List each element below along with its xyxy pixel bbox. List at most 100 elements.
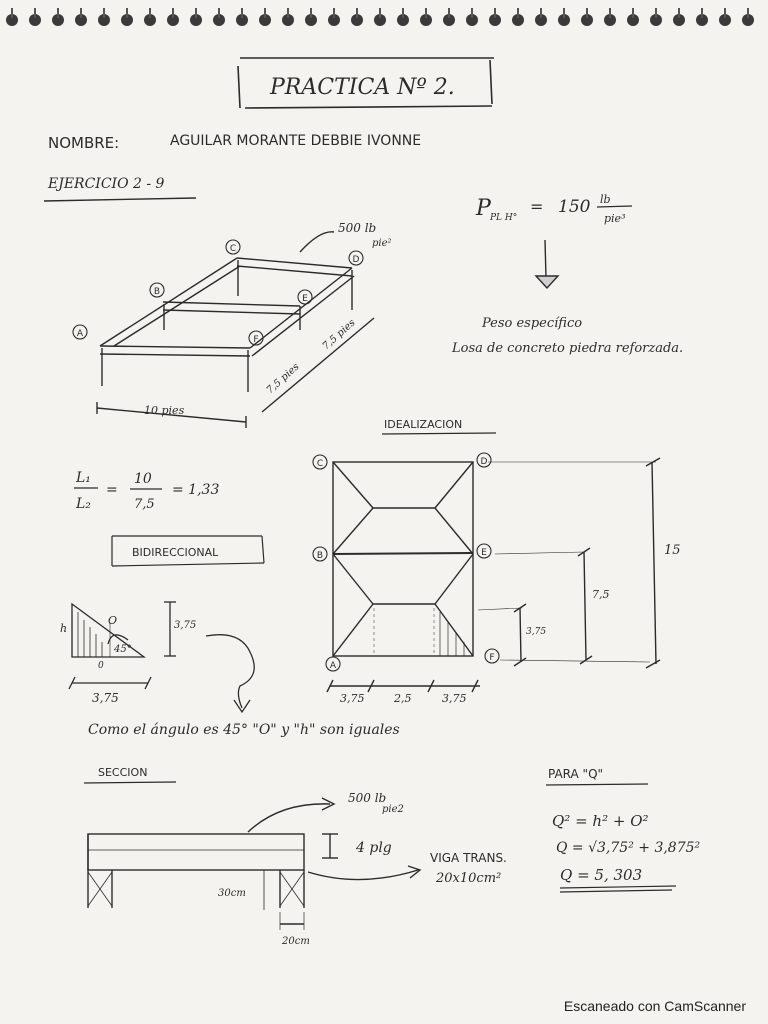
iso-point-a-circle bbox=[72, 324, 88, 340]
unit-weight-eq: = bbox=[530, 197, 543, 216]
spiral-ring bbox=[443, 14, 455, 26]
dim-75-pies-a: 7,5 pies bbox=[265, 361, 302, 396]
spiral-ring bbox=[98, 14, 110, 26]
plan-point-a: A bbox=[330, 661, 337, 671]
idealization-underline bbox=[381, 432, 497, 435]
spiral-ring bbox=[236, 14, 248, 26]
scanner-watermark: Escaneado con CamScanner bbox=[563, 998, 746, 1014]
dim-10-pies: 10 pies bbox=[144, 404, 185, 417]
title-box bbox=[237, 57, 494, 109]
spiral-ring bbox=[75, 14, 87, 26]
iso-point-f: F bbox=[253, 335, 258, 345]
exercise-label: EJERCICIO 2 - 9 bbox=[47, 176, 165, 192]
ratio-eq: = bbox=[106, 482, 118, 498]
iso-point-d: D bbox=[353, 255, 360, 265]
triangle-angle: 45° bbox=[113, 644, 132, 655]
spiral-ring bbox=[512, 14, 524, 26]
plan-point-b: B bbox=[317, 551, 323, 561]
spiral-ring bbox=[489, 14, 501, 26]
spiral-ring bbox=[121, 14, 133, 26]
plan-dim-375: 3,75 bbox=[526, 627, 546, 637]
iso-load-den: pie² bbox=[372, 238, 392, 249]
plan-point-d: D bbox=[481, 457, 488, 467]
iso-point-c: C bbox=[230, 244, 236, 254]
spiral-ring bbox=[6, 14, 18, 26]
iso-point-e-circle bbox=[297, 289, 313, 305]
unit-weight-num: lb bbox=[600, 193, 611, 206]
spiral-binding bbox=[6, 8, 754, 26]
spiral-ring bbox=[282, 14, 294, 26]
spiral-ring bbox=[397, 14, 409, 26]
plan-point-e: E bbox=[481, 548, 487, 558]
plan-bottom-1: 3,75 bbox=[340, 692, 365, 705]
ratio-n1: 10 bbox=[134, 471, 152, 487]
plan-bottom-2: 2,5 bbox=[393, 692, 412, 705]
result-underline bbox=[559, 885, 677, 893]
spiral-ring bbox=[466, 14, 478, 26]
iso-point-f-circle bbox=[248, 330, 264, 346]
ratio-d1: 7,5 bbox=[134, 497, 155, 512]
spiral-ring bbox=[351, 14, 363, 26]
triangle-diagram bbox=[68, 601, 255, 714]
spiral-ring bbox=[374, 14, 386, 26]
plan-point-e-circle bbox=[476, 543, 492, 559]
angle-note: Como el ángulo es 45° "O" y "h" son igua… bbox=[88, 722, 400, 738]
spiral-ring bbox=[535, 14, 547, 26]
plan-bottom-3: 3,75 bbox=[442, 692, 467, 705]
formula-line-2: Q = √3,75² + 3,875² bbox=[556, 840, 701, 856]
spiral-ring bbox=[328, 14, 340, 26]
plan-point-c: C bbox=[317, 459, 323, 469]
triangle-zero: 0 bbox=[98, 661, 104, 671]
ratio-fraction-bars bbox=[74, 487, 162, 490]
plan-point-b-circle bbox=[312, 546, 328, 562]
spiral-ring bbox=[650, 14, 662, 26]
spiral-ring bbox=[604, 14, 616, 26]
spiral-ring bbox=[305, 14, 317, 26]
idealization-title: IDEALIZACION bbox=[384, 418, 462, 431]
spiral-ring bbox=[673, 14, 685, 26]
triangle-o: O bbox=[108, 614, 117, 627]
spiral-ring bbox=[581, 14, 593, 26]
iso-point-d-circle bbox=[348, 250, 364, 266]
losa-label: Losa de concreto piedra reforzada. bbox=[451, 341, 683, 356]
spiral-ring bbox=[420, 14, 432, 26]
spiral-ring bbox=[167, 14, 179, 26]
iso-point-c-circle bbox=[225, 239, 241, 255]
unit-weight-sub: PL H° bbox=[489, 213, 517, 223]
spiral-ring bbox=[627, 14, 639, 26]
para-q-underline bbox=[545, 783, 649, 786]
iso-point-b: B bbox=[154, 287, 160, 297]
spiral-ring bbox=[52, 14, 64, 26]
section-title: SECCION bbox=[98, 766, 147, 779]
ratio-l1: L₁ bbox=[75, 470, 91, 486]
beam-dims: 20x10cm² bbox=[435, 871, 501, 886]
section-load: 500 lb bbox=[348, 791, 386, 805]
bidirectional-label: BIDIRECCIONAL bbox=[132, 546, 219, 559]
plan-point-a-circle bbox=[325, 656, 341, 672]
plan-point-d-circle bbox=[476, 452, 492, 468]
spiral-ring bbox=[190, 14, 202, 26]
fraction-bar bbox=[596, 205, 633, 208]
name-value: AGUILAR MORANTE DEBBIE IVONNE bbox=[170, 133, 421, 149]
iso-point-e: E bbox=[302, 294, 308, 304]
spiral-ring bbox=[719, 14, 731, 26]
triangle-h: h bbox=[60, 622, 67, 635]
load-arrow-icon bbox=[534, 239, 560, 290]
peso-label: Peso específico bbox=[481, 316, 582, 331]
bidirectional-box bbox=[111, 535, 265, 567]
iso-point-labels: A B C D E F bbox=[72, 239, 364, 346]
unit-weight-value: 150 bbox=[558, 197, 591, 217]
section-load-den: pie2 bbox=[382, 804, 404, 815]
plan-point-c-circle bbox=[312, 454, 328, 470]
section-underline bbox=[83, 781, 177, 784]
section-drawing bbox=[87, 797, 422, 930]
spiral-ring bbox=[213, 14, 225, 26]
para-q-title: PARA "Q" bbox=[548, 767, 603, 781]
isometric-slab-drawing bbox=[96, 231, 375, 428]
spiral-ring bbox=[144, 14, 156, 26]
iso-point-a: A bbox=[77, 329, 84, 339]
plan-idealization bbox=[326, 457, 661, 693]
triangle-side: 3,75 bbox=[174, 620, 196, 631]
